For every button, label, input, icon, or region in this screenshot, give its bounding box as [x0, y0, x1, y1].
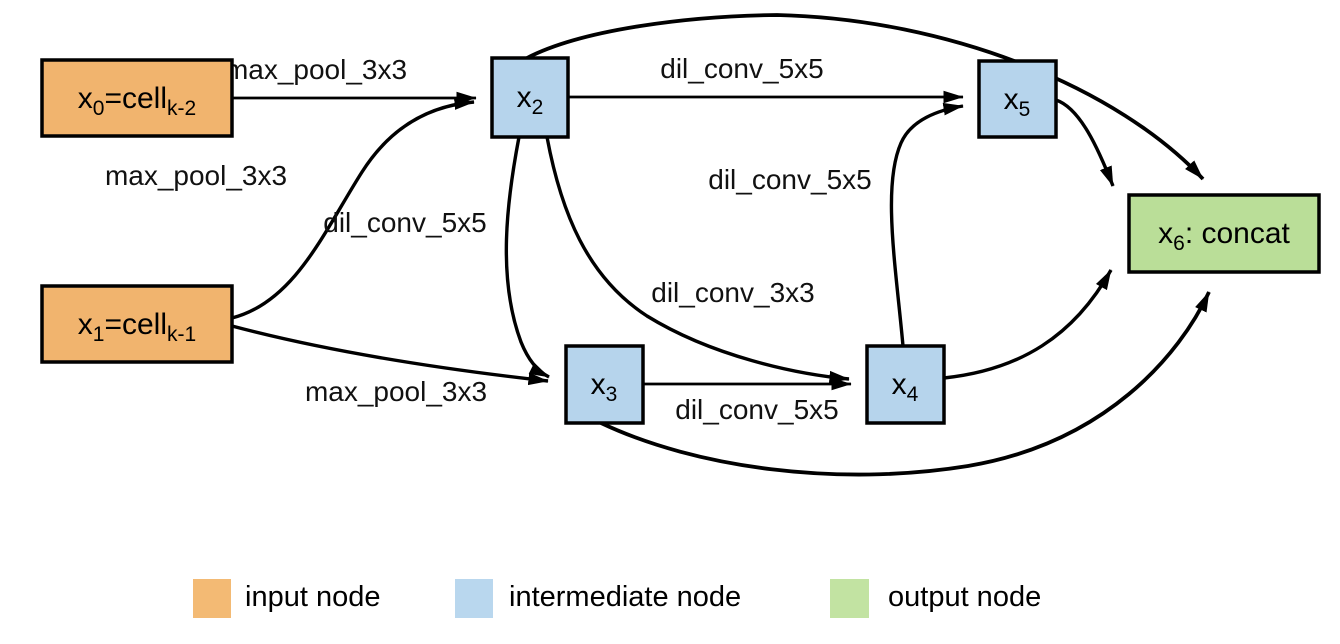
node-x6-box	[1127, 193, 1321, 274]
edge-x4-x5	[889, 102, 964, 347]
edge-x5-x6	[1055, 98, 1115, 187]
node-x3-label: x3	[591, 368, 618, 406]
node-x5-label: x5	[1004, 83, 1031, 121]
node-x2-label: x2	[517, 81, 544, 119]
edge-x2-x5-label: dil_conv_5x5	[660, 53, 823, 84]
legend-label-input: input node	[245, 581, 380, 613]
edge-x1-x3	[231, 324, 549, 386]
edge-x2-x4	[545, 136, 850, 384]
legend-item-input: input node	[193, 579, 380, 618]
edge-x1-x2-label: max_pool_3x3	[105, 160, 287, 191]
legend-label-output: output node	[888, 581, 1041, 613]
node-x5-box	[977, 59, 1058, 139]
node-x6-label: x6: concat	[1158, 217, 1290, 255]
node-x1-label: x1=cellk-1	[78, 308, 196, 346]
nodes-group: x0=cellk-2 x1=cellk-1 x2 x3 x4 x5	[40, 56, 1321, 425]
edge-x3-x6	[600, 291, 1211, 477]
node-x2-box	[490, 56, 570, 139]
edge-x2-x4-label: dil_conv_3x3	[651, 277, 814, 308]
edges-group	[231, 13, 1211, 477]
node-x3: x3	[564, 344, 645, 425]
legend-item-intermediate: intermediate node	[455, 579, 741, 618]
edge-x4-x6	[943, 269, 1113, 380]
edge-x0-x2-label: max_pool_3x3	[225, 54, 407, 85]
edge-x1-x3-label: max_pool_3x3	[305, 376, 487, 407]
edge-x1-x2	[231, 97, 475, 320]
node-x0-box	[40, 58, 234, 138]
legend-swatch-output	[830, 579, 869, 618]
edge-x2-x3-label: dil_conv_5x5	[323, 207, 486, 238]
node-x1-box	[40, 284, 234, 364]
node-x3-box	[564, 344, 645, 425]
legend-swatch-input	[193, 579, 231, 618]
node-x4-box	[865, 344, 946, 425]
node-x5: x5	[977, 59, 1058, 139]
node-x1: x1=cellk-1	[40, 284, 234, 364]
legend-item-output: output node	[830, 579, 1041, 618]
node-x0: x0=cellk-2	[40, 58, 234, 138]
edge-x4-x5-label: dil_conv_5x5	[708, 164, 871, 195]
legend-swatch-intermediate	[455, 579, 493, 618]
edge-labels-group: max_pool_3x3 max_pool_3x3 max_pool_3x3 d…	[105, 53, 872, 425]
node-x0-label: x0=cellk-2	[78, 82, 196, 120]
edge-x3-x4-label: dil_conv_5x5	[675, 394, 838, 425]
edge-x2-x6	[526, 13, 1205, 181]
node-x6: x6: concat	[1127, 193, 1321, 274]
legend-label-intermediate: intermediate node	[509, 581, 741, 613]
node-x4-label: x4	[892, 368, 919, 406]
node-x4: x4	[865, 344, 946, 425]
edge-x2-x3	[504, 136, 550, 379]
legend: input node intermediate node output node	[193, 579, 1041, 618]
node-x2: x2	[490, 56, 570, 139]
